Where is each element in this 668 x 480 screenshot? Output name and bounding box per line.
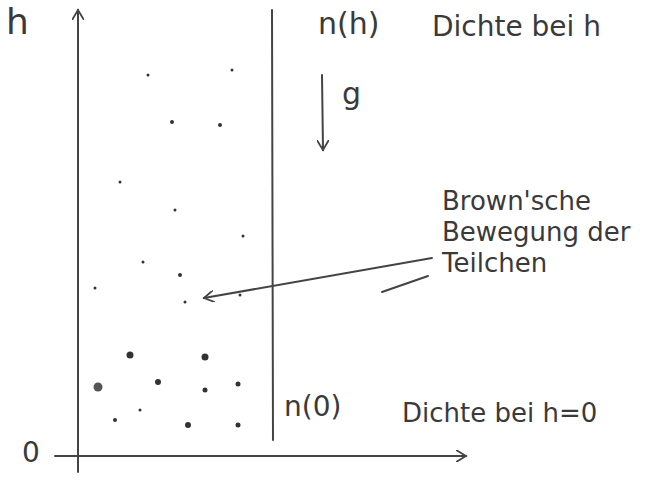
particles	[94, 69, 245, 429]
density-symbol: n(h)	[318, 6, 379, 42]
gravity-arrow	[322, 75, 323, 150]
density-symbol: n(0)	[284, 390, 341, 424]
callout-note: Brown'sche Bewegung der Teilchen	[442, 186, 657, 280]
density-note: Dichte bei h=0	[402, 398, 597, 429]
axis-label: h	[6, 0, 29, 43]
leader-line	[204, 258, 432, 298]
h-axis	[77, 10, 79, 472]
gravity-label: g	[342, 76, 361, 112]
leader-squiggle	[382, 276, 428, 292]
density-note: Dichte bei h	[432, 10, 601, 44]
origin-label: 0	[22, 436, 40, 470]
x-axis	[55, 455, 466, 457]
container-wall	[272, 10, 273, 440]
